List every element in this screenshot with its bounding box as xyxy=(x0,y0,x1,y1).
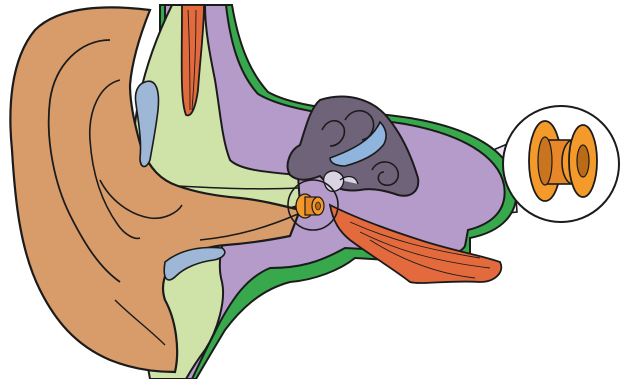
grommet-small xyxy=(296,194,324,218)
